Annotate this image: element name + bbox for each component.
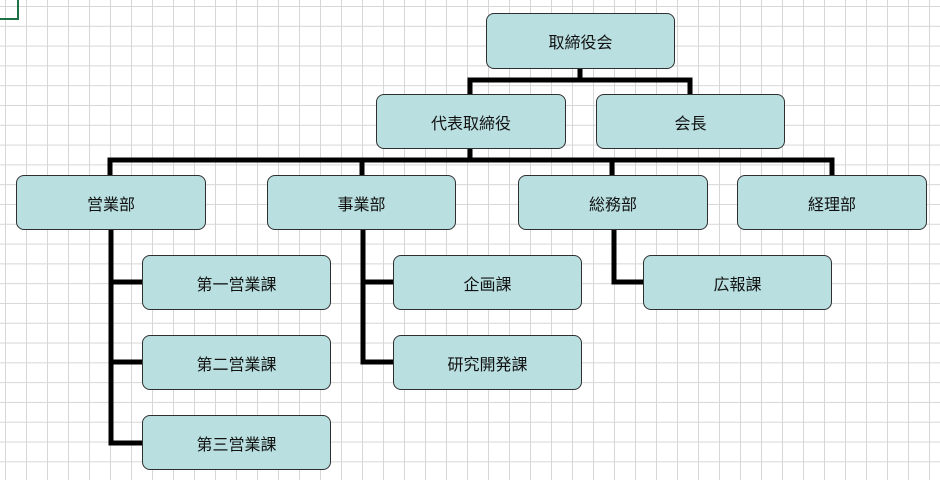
node-ceo[interactable]: 代表取締役 xyxy=(376,94,566,149)
node-accounting[interactable]: 経理部 xyxy=(737,175,927,230)
node-sales[interactable]: 営業部 xyxy=(16,175,206,230)
connector-general xyxy=(611,226,647,285)
node-general[interactable]: 総務部 xyxy=(518,175,708,230)
node-pr[interactable]: 広報課 xyxy=(643,255,832,310)
node-sales2[interactable]: 第二営業課 xyxy=(142,335,331,390)
node-rnd[interactable]: 研究開発課 xyxy=(393,335,582,390)
active-cell-cursor[interactable] xyxy=(0,0,19,20)
connector-sales xyxy=(108,226,145,446)
node-planning[interactable]: 企画課 xyxy=(393,255,582,310)
node-sales1[interactable]: 第一営業課 xyxy=(142,255,331,310)
connector-ceo xyxy=(107,146,835,178)
node-business[interactable]: 事業部 xyxy=(267,175,456,230)
node-chairman[interactable]: 会長 xyxy=(596,94,785,149)
node-sales3[interactable]: 第三営業課 xyxy=(142,415,331,470)
connector-board xyxy=(467,65,693,97)
connector-business xyxy=(360,226,396,365)
node-board[interactable]: 取締役会 xyxy=(486,13,675,69)
